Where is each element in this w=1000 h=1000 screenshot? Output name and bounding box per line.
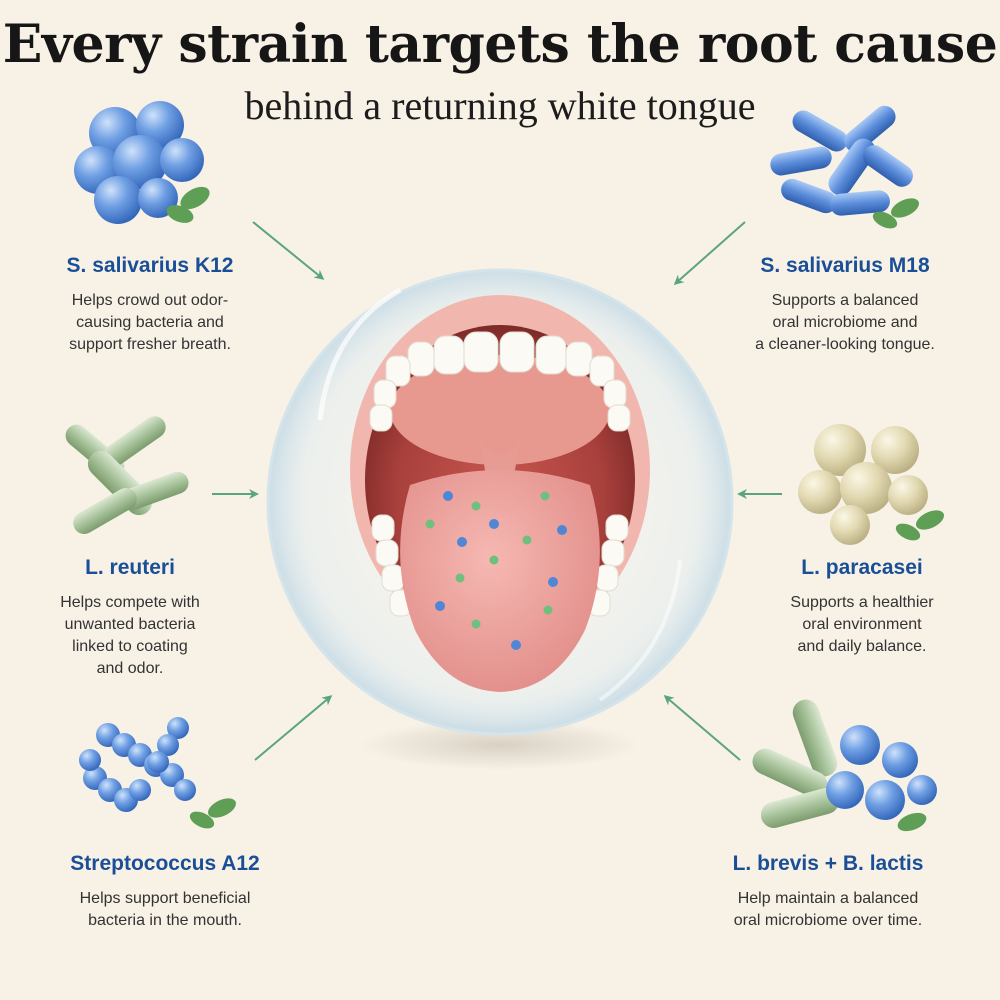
rod-bacteria-icon: [65, 416, 189, 534]
mint-leaf-icon: [189, 798, 237, 829]
arrow-icon: [252, 221, 325, 280]
strain-s-salivarius-m18: S. salivarius M18 Supports a balanced or…: [695, 254, 995, 356]
rod-bacteria-icon: [752, 699, 840, 828]
mint-leaf-icon: [166, 186, 210, 223]
strain-description: Helps support beneficial bacteria in the…: [79, 890, 251, 929]
mint-leaf-icon: [872, 198, 920, 229]
page-subtitle: behind a returning white tongue: [244, 83, 756, 128]
strain-description: Helps compete with unwanted bacteria lin…: [60, 594, 200, 677]
strain-name: S. salivarius M18: [760, 254, 930, 277]
strain-description: Help maintain a balanced oral microbiome…: [733, 890, 923, 929]
strain-description: Supports a balanced oral microbiome and …: [755, 292, 935, 353]
strain-l-paracasei: L. paracasei Supports a healthier oral e…: [712, 556, 1000, 658]
mint-leaf-icon: [897, 812, 927, 832]
strain-streptococcus-a12: Streptococcus A12 Helps support benefici…: [15, 852, 315, 932]
cocci-cluster-icon: [798, 424, 928, 545]
strain-name: L. reuteri: [85, 556, 175, 579]
strain-name: S. salivarius K12: [66, 254, 234, 277]
arrows: [212, 221, 782, 761]
strain-name: L. paracasei: [801, 556, 923, 579]
strain-name: L. brevis + B. lactis: [732, 852, 924, 875]
rod-bacteria-icon: [770, 105, 913, 216]
arrow-icon: [663, 695, 741, 761]
page-title: Every strain targets the root cause: [2, 14, 998, 75]
cocci-cluster-icon: [79, 717, 196, 812]
mint-leaf-icon: [895, 510, 945, 541]
strain-name: Streptococcus A12: [70, 852, 260, 875]
arrow-icon: [673, 221, 746, 285]
strain-description: Helps crowd out odor- causing bacteria a…: [69, 292, 231, 353]
cocci-cluster-icon: [826, 725, 937, 820]
bubble-shadow: [360, 720, 640, 770]
strain-l-brevis-b-lactis: L. brevis + B. lactis Help maintain a ba…: [678, 852, 978, 932]
arrow-icon: [254, 695, 333, 761]
cocci-cluster-icon: [74, 101, 204, 224]
mouth-illustration: [266, 268, 734, 736]
strain-l-reuteri: L. reuteri Helps compete with unwanted b…: [0, 556, 280, 680]
strain-s-salivarius-k12: S. salivarius K12 Helps crowd out odor- …: [0, 254, 300, 356]
strain-description: Supports a healthier oral environment an…: [790, 594, 934, 655]
